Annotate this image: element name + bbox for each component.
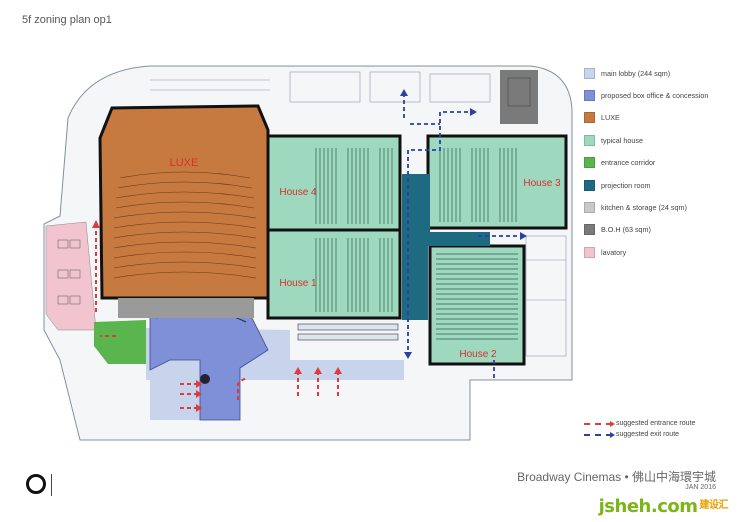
legend-label: proposed box office & concession <box>601 91 709 101</box>
footer-date: JAN 2016 <box>685 484 716 491</box>
exit-route-line <box>584 431 615 438</box>
house-4 <box>266 134 402 232</box>
legend-swatch <box>584 179 595 191</box>
right-service-zone <box>525 235 567 357</box>
legend: main lobby (244 sqm) proposed box office… <box>584 62 708 264</box>
legend-label: entrance corridor <box>601 158 656 168</box>
legend-swatch <box>584 90 595 102</box>
footer-brand: Broadway Cinemas • 佛山中海環宇城 <box>517 470 716 484</box>
boh-stair <box>507 77 531 107</box>
legend-swatch <box>584 157 595 169</box>
house-4-label: House 4 <box>279 187 317 198</box>
house-2 <box>428 244 526 366</box>
legend-label: lavatory <box>601 247 627 257</box>
watermark-cn: 建设汇 <box>699 500 729 511</box>
legend-item: projection room <box>584 174 708 196</box>
legend-swatch <box>584 67 595 79</box>
projection-room <box>402 174 490 320</box>
luxe-screen-stage <box>118 298 254 318</box>
house-2-label: House 2 <box>459 349 497 360</box>
legend-swatch <box>584 202 595 214</box>
legend-item: entrance corridor <box>584 152 708 174</box>
exit-route-arrows <box>400 89 527 359</box>
entrance-route-legend: suggested entrance route <box>584 418 695 429</box>
entrance-route-arrows <box>92 220 342 412</box>
entrance-corridor <box>94 320 146 364</box>
route-label: suggested entrance route <box>616 420 696 427</box>
logo-icon <box>26 474 46 494</box>
route-legend: suggested entrance route suggested exit … <box>584 418 695 440</box>
lavatory-zone <box>45 221 97 331</box>
legend-label: B.O.H (63 sqm) <box>601 225 651 235</box>
legend-label: projection room <box>601 180 651 190</box>
legend-item: LUXE <box>584 107 708 129</box>
exit-route <box>403 96 520 378</box>
logo-divider <box>51 474 52 496</box>
legend-label: kitchen & storage (24 sqm) <box>601 203 687 213</box>
legend-item: main lobby (244 sqm) <box>584 62 708 84</box>
legend-swatch <box>584 224 595 236</box>
legend-item: typical house <box>584 129 708 151</box>
legend-label: typical house <box>601 135 643 145</box>
route-label: suggested exit route <box>616 431 680 438</box>
boh-zone <box>500 70 538 124</box>
exit-route-legend: suggested exit route <box>584 429 695 440</box>
legend-label: main lobby (244 sqm) <box>601 68 671 78</box>
legend-swatch <box>584 246 595 258</box>
legend-item: proposed box office & concession <box>584 84 708 106</box>
legend-item: lavatory <box>584 241 708 263</box>
lower-corridor-benches <box>297 323 399 341</box>
entrance-route-line <box>584 420 615 427</box>
legend-swatch <box>584 112 595 124</box>
house-3-label: House 3 <box>523 178 561 189</box>
entrance-route <box>95 226 339 409</box>
legend-item: B.O.H (63 sqm) <box>584 219 708 241</box>
legend-label: LUXE <box>601 113 620 123</box>
lobby-column <box>200 374 210 384</box>
house-1-label: House 1 <box>279 278 317 289</box>
page-title: 5f zoning plan op1 <box>22 14 112 26</box>
top-service-zone <box>150 71 491 103</box>
legend-item: kitchen & storage (24 sqm) <box>584 196 708 218</box>
luxe-label: LUXE <box>170 157 199 169</box>
luxe-seating <box>113 171 257 279</box>
legend-swatch <box>584 134 595 146</box>
house-seating <box>315 148 518 340</box>
watermark-text: jsheh.com <box>598 496 698 517</box>
house-1 <box>266 228 402 320</box>
lavatory-fixtures <box>57 239 81 305</box>
